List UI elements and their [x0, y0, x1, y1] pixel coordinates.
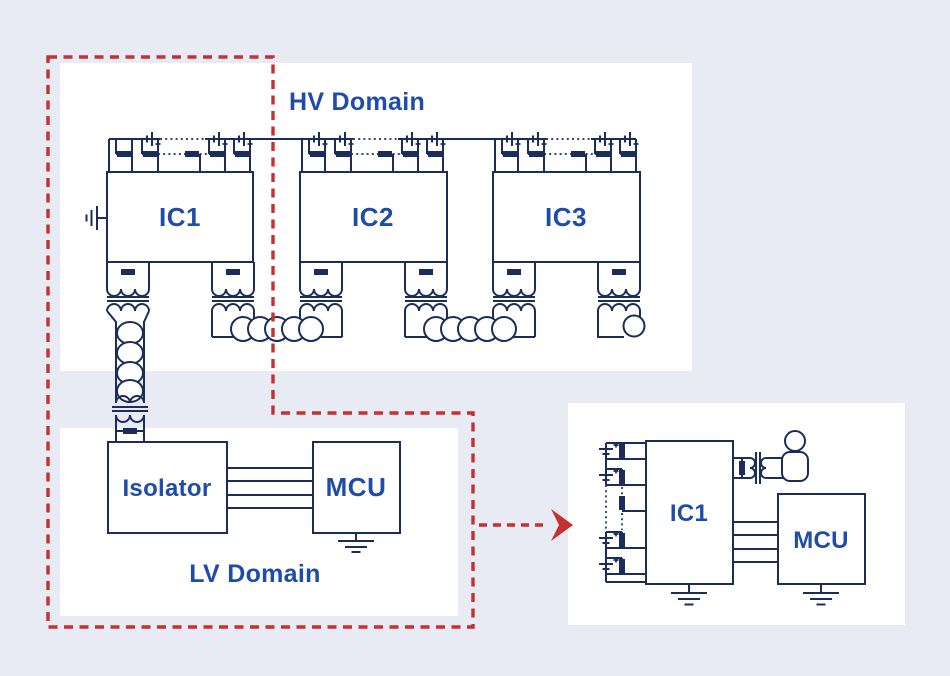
isolator-label: Isolator — [122, 475, 211, 502]
highlight-boundary — [46, 55, 475, 629]
twisted-loop-end — [784, 430, 806, 452]
detail-circuit — [599, 430, 866, 606]
ic3-label: IC3 — [545, 202, 587, 232]
lv-mcu-ground-symbol — [338, 533, 374, 553]
ic1-ground-symbol — [85, 206, 107, 230]
lv-domain-title: LV Domain — [189, 560, 320, 588]
twisted-loop-body — [781, 451, 809, 482]
detail-ic1-block — [645, 440, 734, 585]
ic2-label: IC2 — [352, 202, 394, 232]
ic2-block — [299, 171, 448, 263]
detail-ic1-label: IC1 — [670, 500, 708, 527]
ic2-battery-cells — [313, 132, 446, 147]
ic1-label: IC1 — [159, 202, 201, 232]
transformer-port — [211, 262, 255, 312]
detail-mcu-label: MCU — [793, 527, 849, 554]
isolator-mcu-bus — [227, 467, 313, 509]
isolator-transformer — [112, 395, 148, 442]
isolation-transformer-ports — [106, 262, 641, 312]
detail-cell-filters — [606, 442, 646, 583]
detail-mcu-ground-symbol — [803, 584, 839, 606]
detail-mcu-block — [777, 493, 866, 585]
ic3-block — [492, 171, 641, 263]
isolator-block — [107, 441, 228, 534]
lv-mcu-label: MCU — [326, 472, 387, 502]
detail-battery-cells — [599, 442, 619, 570]
transformer-port — [299, 262, 343, 312]
ic2-cell-filters — [301, 139, 444, 172]
transformer-port — [597, 262, 641, 312]
transformer-port — [106, 262, 150, 312]
twisted-pair-ic2-ic3 — [404, 311, 536, 342]
arrow-head-icon — [551, 509, 573, 541]
ic1-battery-cells — [146, 132, 253, 147]
hv-domain-circuit — [85, 132, 646, 442]
zoom-arrow — [479, 509, 573, 541]
ic3-battery-cells — [506, 132, 639, 147]
detail-transformer — [733, 430, 809, 484]
ic1-cell-filters — [108, 139, 251, 172]
ic1-block — [106, 171, 254, 263]
transformer-port — [492, 262, 536, 312]
detail-ic-mcu-bus — [733, 521, 778, 563]
twisted-pair-termination — [597, 311, 646, 338]
hv-domain-title: HV Domain — [289, 88, 425, 116]
lv-domain-circuit — [107, 441, 401, 553]
detail-ic1-ground-symbol — [671, 584, 707, 606]
transformer-port — [404, 262, 448, 312]
